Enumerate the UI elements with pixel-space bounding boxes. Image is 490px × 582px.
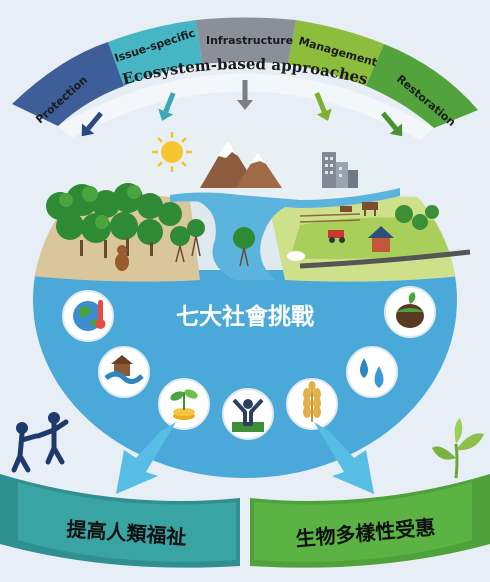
human-health-icon xyxy=(222,388,274,440)
arrow-protection xyxy=(81,111,103,137)
forest-trees-icon xyxy=(46,183,255,271)
farmland-icon xyxy=(287,202,471,269)
band-right-inner xyxy=(254,482,472,562)
center-title: 七大社會挑戰 xyxy=(176,303,314,330)
food-security-icon xyxy=(286,378,338,430)
tractor-icon xyxy=(328,230,345,243)
house-icon xyxy=(368,226,394,252)
segment-issue-specific xyxy=(108,20,202,86)
climate-change-icon xyxy=(62,290,114,342)
environmental-degradation-icon xyxy=(384,286,436,338)
arrow-infrastructure xyxy=(237,80,253,110)
segment-restoration xyxy=(366,44,478,128)
natural-disaster-icon xyxy=(98,346,150,398)
people-icon xyxy=(11,412,69,473)
city-buildings-icon xyxy=(322,152,358,188)
band-left-inner xyxy=(18,482,236,562)
segment-label-infrastructure: Infrastructure xyxy=(206,34,293,47)
arrow-restoration xyxy=(381,111,403,137)
approach-arrows xyxy=(81,80,403,137)
arrow-management xyxy=(314,92,332,121)
sprout-icon xyxy=(432,418,484,479)
arrow-right-outcome xyxy=(314,422,374,494)
approach-arc xyxy=(12,17,478,140)
challenge-icons xyxy=(62,286,436,440)
segment-infrastructure xyxy=(196,17,296,64)
water-security-icon xyxy=(346,346,398,398)
arrow-issue-specific xyxy=(158,92,176,121)
segment-protection xyxy=(12,42,124,126)
sun-icon xyxy=(152,132,192,172)
outcome-arrows xyxy=(116,422,374,494)
economic-development-icon xyxy=(158,378,210,430)
mountain-icon xyxy=(200,140,282,188)
segment-management xyxy=(288,20,384,86)
arrow-left-outcome xyxy=(116,422,176,494)
